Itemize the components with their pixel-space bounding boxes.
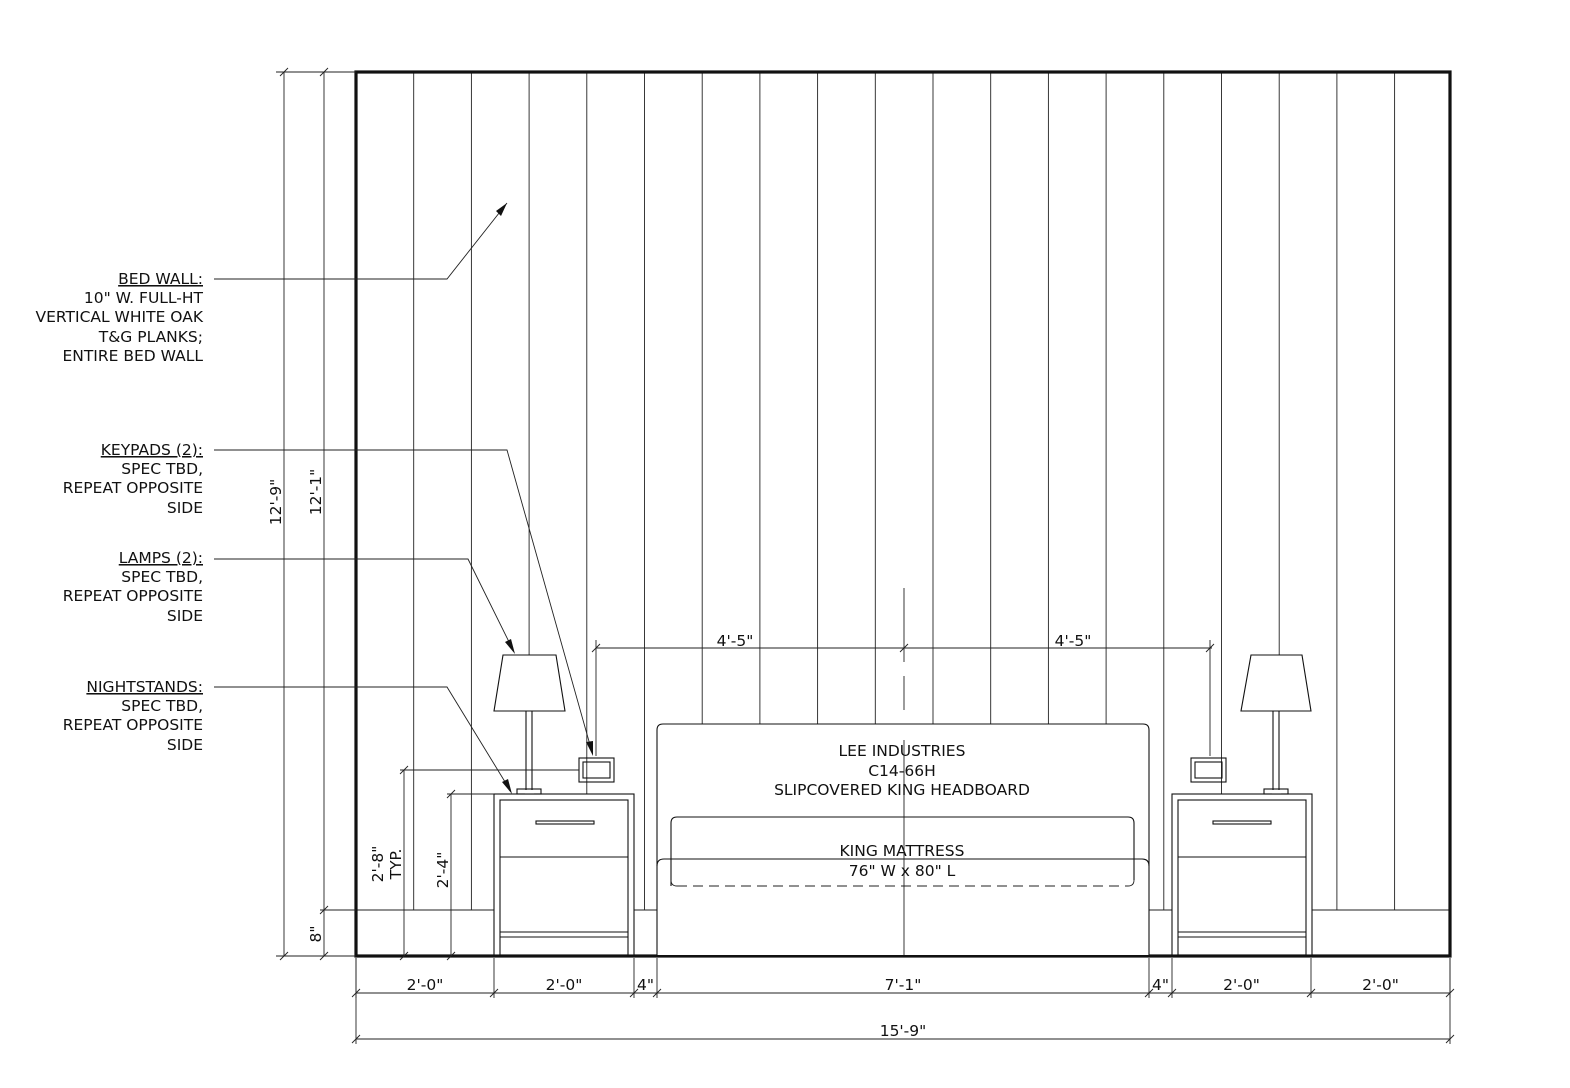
wall-outline — [354, 70, 1452, 958]
callout-line: REPEAT OPPOSITE — [63, 587, 203, 605]
dimension-tick — [1167, 988, 1177, 998]
headboard-label-line-3: SLIPCOVERED KING HEADBOARD — [774, 781, 1030, 799]
lamp-mask — [494, 655, 565, 794]
leader-line — [214, 202, 508, 280]
callout-line: SIDE — [167, 607, 203, 625]
callout-title: KEYPADS (2): — [101, 441, 203, 459]
callout-title: BED WALL: — [118, 270, 203, 288]
bottom-dimension-label: 7'-1" — [885, 976, 922, 994]
headboard-outline — [656, 723, 1150, 955]
nightstand-mask — [494, 794, 634, 955]
callout-line: SIDE — [167, 736, 203, 754]
dimension-tick — [1306, 988, 1316, 998]
nightstand-right — [1171, 793, 1313, 956]
mattress: KING MATTRESS 76" W x 80" L — [656, 816, 1150, 887]
callout-title: NIGHTSTANDS: — [86, 678, 203, 696]
leader-arrowhead — [586, 741, 593, 756]
callout-line: REPEAT OPPOSITE — [63, 716, 203, 734]
callout-line: SPEC TBD, — [121, 697, 203, 715]
headboard: LEE INDUSTRIES C14-66H SLIPCOVERED KING … — [656, 723, 1150, 955]
leader-line — [214, 558, 514, 651]
callout-line: T&G PLANKS; — [98, 328, 203, 346]
keypad-height-note: TYP. — [387, 849, 405, 881]
callout-bed-wall: BED WALL: 10" W. FULL-HT VERTICAL WHITE … — [35, 202, 508, 365]
mattress-top-edge — [670, 816, 1135, 886]
lamp-shade — [1240, 654, 1312, 712]
drawer-pull — [1212, 820, 1272, 825]
headboard-label-line-2: C14-66H — [868, 762, 936, 780]
dimension-tick — [652, 988, 662, 998]
dimension-tick — [489, 988, 499, 998]
leader-arrowhead — [502, 779, 512, 794]
callout-line: SIDE — [167, 499, 203, 517]
horizontal-dimensions: 2'-0" 2'-0" 4" 7'-1" 4" 2'-0" 2'-0" 15'-9" — [351, 958, 1455, 1044]
callout-line: REPEAT OPPOSITE — [63, 479, 203, 497]
lamp-left — [493, 654, 566, 795]
bottom-dimension-label: 4" — [637, 976, 654, 994]
headboard-mask — [657, 724, 1149, 955]
callout-line: ENTIRE BED WALL — [62, 347, 203, 365]
plank-height-label: 12'-1" — [307, 469, 325, 516]
mattress-corner-right — [1127, 879, 1135, 887]
callout-line: VERTICAL WHITE OAK — [35, 308, 203, 326]
nightstand-left — [493, 793, 635, 956]
keypad-height-label: 2'-8" — [369, 846, 387, 883]
overall-width-label: 15'-9" — [880, 1022, 927, 1040]
mattress-corner-left — [670, 879, 678, 887]
bottom-dimension-label: 2'-0" — [407, 976, 444, 994]
keypad-left — [578, 757, 615, 783]
leader-arrowhead — [496, 203, 507, 216]
callout-nightstands: NIGHTSTANDS: SPEC TBD, REPEAT OPPOSITE S… — [63, 678, 512, 794]
lamp-base — [1263, 788, 1289, 795]
dimension-tick — [629, 988, 639, 998]
callout-lamps: LAMPS (2): SPEC TBD, REPEAT OPPOSITE SID… — [63, 549, 515, 654]
lamp-mask — [1241, 655, 1311, 794]
bottom-dimension-label: 2'-0" — [1223, 976, 1260, 994]
mattress-label-line-1: KING MATTRESS — [840, 842, 965, 860]
callout-keypads: KEYPADS (2): SPEC TBD, REPEAT OPPOSITE S… — [63, 441, 593, 756]
nightstand-mask — [1172, 794, 1312, 955]
vertical-dimensions: 12'-9" 12'-1" 8" 2'-8" TYP. 2'-4" — [267, 67, 579, 961]
overall-height-label: 12'-9" — [267, 479, 285, 526]
drawer-pull — [535, 820, 595, 825]
keypad-offset-left-label: 4'-5" — [717, 632, 754, 650]
mattress-side-line — [656, 858, 1150, 867]
lamp-shade — [493, 654, 566, 712]
keypad-offset-dimensions: 4'-5" 4'-5" — [591, 632, 1215, 756]
keypad-right — [1190, 757, 1227, 783]
dimension-tick — [1144, 988, 1154, 998]
bottom-dimension-label: 4" — [1152, 976, 1169, 994]
callout-line: SPEC TBD, — [121, 568, 203, 586]
lamp-right — [1240, 654, 1312, 795]
bottom-dimension-string: 2'-0" 2'-0" 4" 7'-1" 4" 2'-0" 2'-0" — [351, 958, 1455, 998]
callout-line: SPEC TBD, — [121, 460, 203, 478]
lamp-base — [516, 788, 542, 795]
nightstand-height-label: 2'-4" — [434, 852, 452, 889]
callout-title: LAMPS (2): — [119, 549, 203, 567]
mattress-label-line-2: 76" W x 80" L — [849, 862, 956, 880]
keypad-offset-right-label: 4'-5" — [1055, 632, 1092, 650]
leader-arrowhead — [505, 639, 515, 654]
leader-line — [214, 686, 511, 791]
callout-line: 10" W. FULL-HT — [84, 289, 204, 307]
bottom-dimension-label: 2'-0" — [546, 976, 583, 994]
base-height-label: 8" — [307, 926, 325, 943]
bottom-dimension-label: 2'-0" — [1362, 976, 1399, 994]
headboard-label-line-1: LEE INDUSTRIES — [839, 742, 966, 760]
leader-line — [214, 449, 593, 753]
